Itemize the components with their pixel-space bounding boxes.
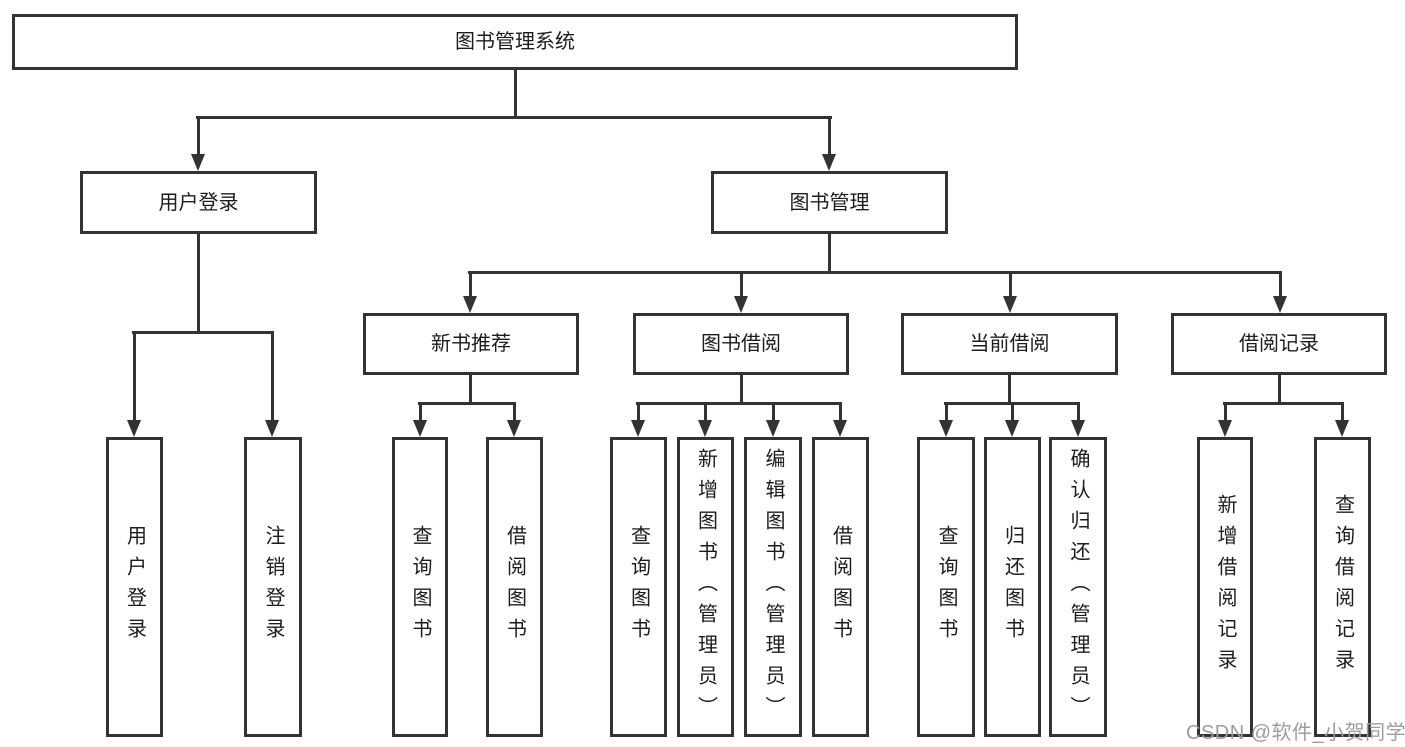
arrow-down-icon: [833, 420, 847, 437]
connector-line: [271, 331, 274, 420]
node-label: 查询图书: [627, 525, 650, 649]
node-leaf-logout: 注销登录: [244, 437, 302, 737]
connector-line: [1279, 271, 1282, 296]
arrow-down-icon: [507, 420, 521, 437]
node-leaf-recommend-query-book: 查询图书: [392, 437, 448, 737]
connector-line: [133, 331, 136, 420]
node-label: 借阅图书: [503, 525, 526, 649]
node-label: 当前借阅: [969, 333, 1050, 355]
arrow-down-icon: [766, 420, 780, 437]
connector-line: [418, 402, 516, 405]
node-leaf-query-borrow-record: 查询借阅记录: [1314, 437, 1371, 737]
connector-line: [1077, 402, 1080, 420]
node-leaf-return-book: 归还图书: [984, 437, 1041, 737]
node-user-login-branch: 用户登录: [80, 171, 317, 234]
node-label: 确认归还（管理员）: [1067, 447, 1089, 727]
arrow-down-icon: [191, 154, 205, 171]
node-book-management-branch: 图书管理: [711, 171, 948, 234]
arrow-down-icon: [1218, 420, 1232, 437]
arrow-down-icon: [463, 296, 477, 313]
node-leaf-add-borrow-record: 新增借阅记录: [1197, 437, 1253, 737]
arrow-down-icon: [631, 420, 645, 437]
connector-line: [419, 402, 422, 420]
node-label: 用户登录: [123, 525, 146, 649]
node-label: 新增借阅记录: [1214, 494, 1236, 680]
node-label: 图书管理: [789, 191, 870, 214]
node-leaf-add-book-admin: 新增图书（管理员）: [677, 437, 734, 737]
node-label: 查询图书: [935, 525, 957, 649]
connector-line: [1223, 402, 1344, 405]
connector-line: [1341, 402, 1344, 420]
connector-line: [637, 402, 640, 420]
connector-line: [469, 271, 472, 296]
node-label: 新书推荐: [431, 333, 511, 355]
connector-line: [636, 402, 842, 405]
connector-line: [468, 271, 1282, 274]
node-label: 归还图书: [1001, 525, 1024, 649]
node-leaf-borrow-query-book: 查询图书: [610, 437, 667, 737]
arrow-down-icon: [698, 420, 712, 437]
arrow-down-icon: [265, 420, 279, 437]
node-label: 查询图书: [409, 525, 431, 649]
node-leaf-confirm-return-admin: 确认归还（管理员）: [1049, 437, 1107, 737]
node-label: 图书借阅: [701, 333, 781, 355]
connector-line: [513, 402, 516, 420]
arrow-down-icon: [1005, 420, 1019, 437]
node-book-borrow: 图书借阅: [633, 313, 849, 375]
arrow-down-icon: [822, 154, 836, 171]
connector-line: [1008, 375, 1011, 405]
node-leaf-user-login: 用户登录: [106, 437, 163, 737]
connector-line: [828, 234, 831, 274]
node-label: 借阅图书: [829, 525, 852, 649]
connector-line: [197, 234, 200, 334]
arrow-down-icon: [1003, 296, 1017, 313]
node-label: 编辑图书（管理员）: [762, 447, 784, 727]
arrow-down-icon: [734, 296, 748, 313]
node-system-root: 图书管理系统: [12, 14, 1018, 70]
connector-line: [469, 375, 472, 405]
node-new-book-recommend: 新书推荐: [363, 313, 579, 375]
node-current-borrow: 当前借阅: [901, 313, 1118, 375]
connector-line: [197, 116, 200, 154]
node-label: 注销登录: [262, 525, 284, 649]
connector-line: [196, 116, 832, 119]
node-label: 新增图书（管理员）: [694, 447, 717, 727]
arrow-down-icon: [127, 420, 141, 437]
connector-line: [945, 402, 948, 420]
node-label: 查询借阅记录: [1331, 494, 1354, 680]
connector-line: [740, 271, 743, 296]
node-leaf-borrow-book: 借阅图书: [812, 437, 869, 737]
node-label: 用户登录: [158, 191, 239, 214]
connector-line: [1278, 375, 1281, 405]
arrow-down-icon: [1335, 420, 1349, 437]
node-label: 借阅记录: [1239, 333, 1319, 355]
node-leaf-current-query-book: 查询图书: [917, 437, 975, 737]
node-leaf-recommend-borrow-book: 借阅图书: [486, 437, 543, 737]
node-leaf-edit-book-admin: 编辑图书（管理员）: [744, 437, 802, 737]
arrow-down-icon: [939, 420, 953, 437]
connector-line: [704, 402, 707, 420]
connector-line: [514, 70, 517, 118]
connector-line: [1224, 402, 1227, 420]
arrow-down-icon: [413, 420, 427, 437]
connector-line: [828, 116, 831, 154]
arrow-down-icon: [1071, 420, 1085, 437]
connector-line: [740, 375, 743, 405]
node-borrow-records: 借阅记录: [1171, 313, 1387, 375]
csdn-watermark: CSDN @软件_小贺同学: [1186, 722, 1405, 744]
connector-line: [1011, 402, 1014, 420]
connector-line: [1009, 271, 1012, 296]
connector-line: [839, 402, 842, 420]
connector-line: [772, 402, 775, 420]
arrow-down-icon: [1273, 296, 1287, 313]
node-label: 图书管理系统: [455, 31, 575, 53]
connector-line: [132, 331, 273, 334]
